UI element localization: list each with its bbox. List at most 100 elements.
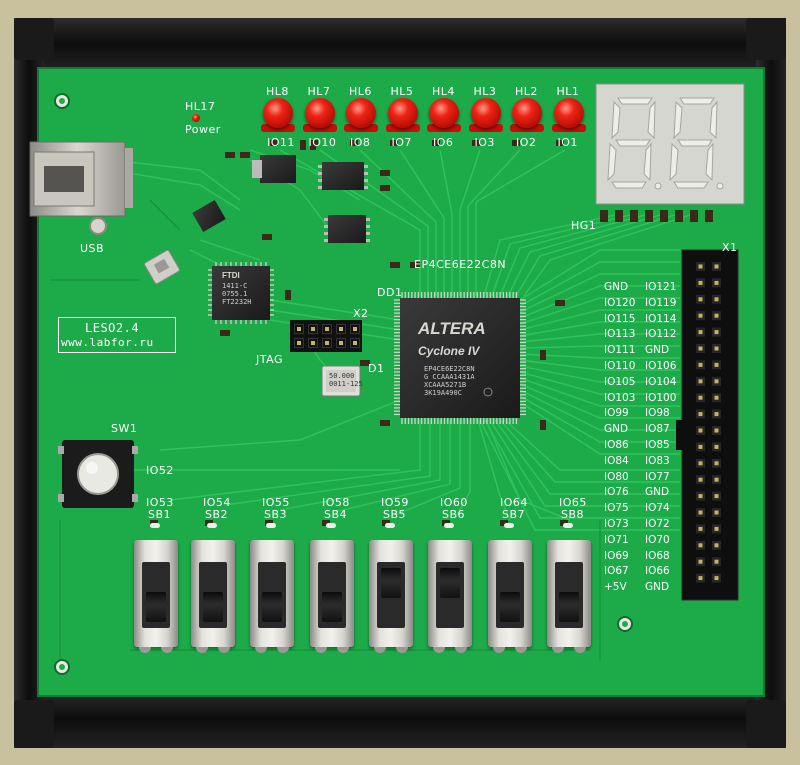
- led-ref-label: HL8: [266, 85, 289, 98]
- header-pin-label-left: +5V: [604, 581, 627, 594]
- switch-io-label: IO60: [440, 496, 468, 509]
- switch-io-label: IO65: [559, 496, 587, 509]
- switch-knob[interactable]: [559, 592, 579, 622]
- header-pin-label-right: IO106: [645, 360, 677, 372]
- led-io-label: IO3: [474, 136, 495, 149]
- jtag-pin: [322, 338, 332, 348]
- switch-indicator: [207, 523, 217, 528]
- header-pin-label-right: GND: [645, 581, 670, 594]
- header-pin-label-right: IO85: [645, 439, 670, 451]
- switch-body[interactable]: [310, 540, 354, 653]
- board-name: LESO2.4: [85, 321, 140, 335]
- led-io-label: IO11: [267, 136, 295, 149]
- switch-io-label: IO53: [146, 496, 174, 509]
- fpga-marking-4: 3K19A490C: [424, 389, 462, 397]
- red-led: [470, 98, 501, 128]
- led-io-label: IO10: [308, 136, 337, 149]
- header-pin-label-left: IO115: [604, 312, 636, 325]
- led-io-label: IO2: [516, 136, 537, 149]
- jtag-pin: [336, 338, 346, 348]
- header-pin-label-left: GND: [604, 423, 629, 436]
- led-io-label: IO6: [433, 136, 454, 149]
- switch-io-label: IO58: [322, 496, 350, 509]
- power-label: Power: [185, 123, 221, 136]
- oscillator-marking-2: 0011-125: [329, 380, 363, 388]
- switch-knob[interactable]: [322, 592, 342, 622]
- header-pin-label-left: IO80: [604, 470, 629, 483]
- header-pin-label-left: IO71: [604, 533, 629, 546]
- switch-ref-label: SB6: [442, 508, 466, 521]
- red-led: [304, 98, 335, 128]
- pin-header-x1: [676, 249, 739, 601]
- switch-io-label: IO59: [381, 496, 409, 509]
- red-led: [429, 98, 459, 128]
- button-ref: SW1: [111, 422, 138, 435]
- switch-body[interactable]: [428, 540, 472, 653]
- red-led: [346, 98, 376, 128]
- header-pin-label-left: IO84: [604, 454, 629, 467]
- switch-knob[interactable]: [203, 592, 223, 622]
- jtag-pin: [322, 324, 332, 334]
- button-io: IO52: [146, 464, 174, 477]
- push-button-sw1: [58, 440, 138, 508]
- header-pin-label-left: IO75: [604, 502, 629, 515]
- switch-body[interactable]: [250, 540, 294, 653]
- cyclone-logo: Cyclone IV: [418, 344, 480, 358]
- header-pin-label-right: IO119: [645, 296, 677, 309]
- led-base: [302, 124, 337, 132]
- header-pin-label-left: IO73: [604, 518, 629, 530]
- jtag-label: JTAG: [256, 353, 283, 366]
- switch-body[interactable]: [191, 540, 235, 653]
- case-top-rail: [14, 18, 786, 70]
- fpga-chip: [394, 292, 526, 424]
- switch-body[interactable]: [134, 540, 178, 653]
- header-pin-label-left: IO105: [604, 375, 636, 388]
- power-led: [192, 114, 200, 122]
- switch-ref-label: SB1: [148, 508, 172, 521]
- jtag-pin: [308, 338, 318, 348]
- switch-indicator: [326, 523, 336, 528]
- led-io-label: IO1: [557, 136, 578, 149]
- red-led: [387, 98, 418, 128]
- header-pin-label-right: IO121: [645, 281, 677, 293]
- header-pin-label-right: GND: [645, 486, 670, 499]
- switch-io-label: IO54: [203, 496, 231, 509]
- header-pin-label-right: IO77: [645, 470, 670, 483]
- switch-ref-label: SB5: [383, 508, 407, 521]
- header-pin-label-right: IO74: [645, 502, 670, 515]
- jtag-pin: [350, 338, 360, 348]
- switch-knob[interactable]: [146, 592, 166, 622]
- switch-indicator: [563, 523, 573, 528]
- header-pin-label-right: IO98: [645, 407, 670, 420]
- power-led-ref: HL17: [185, 100, 216, 113]
- header-pin-label-left: IO120: [604, 296, 636, 309]
- led-base: [551, 124, 586, 132]
- switch-indicator: [266, 523, 276, 528]
- led-io-label: IO7: [391, 136, 412, 149]
- switch-ref-label: SB4: [324, 508, 348, 521]
- led-base: [427, 124, 461, 132]
- switch-body[interactable]: [369, 540, 413, 653]
- led-ref-label: HL5: [390, 85, 414, 98]
- header-pin-label-right: IO114: [645, 312, 677, 325]
- switch-body[interactable]: [488, 540, 532, 653]
- switch-knob[interactable]: [440, 568, 460, 598]
- fpga-marking-3: XCAAA5271B: [424, 381, 467, 389]
- led-base: [510, 124, 544, 132]
- switch-knob[interactable]: [262, 592, 282, 622]
- switch-body[interactable]: [547, 540, 591, 653]
- header-pin-label-right: IO68: [645, 549, 670, 562]
- led-io-label: IO8: [350, 136, 371, 149]
- header-pin-label-left: IO113: [604, 328, 636, 341]
- fpga-part-label: EP4CE6E22C8N: [414, 258, 507, 271]
- header-pin-label-left: IO67: [604, 565, 629, 578]
- header-pin-label-right: IO104: [645, 375, 677, 388]
- header-pin-label-left: IO103: [604, 391, 636, 404]
- ftdi-logo: FTDI: [222, 271, 240, 280]
- header-pin-label-right: IO100: [645, 391, 677, 404]
- fpga-marking-2: G CCAAA1431A: [424, 373, 475, 381]
- soic-chips: [318, 162, 370, 243]
- switch-knob[interactable]: [500, 592, 520, 622]
- header-pin-label-right: IO72: [645, 518, 670, 530]
- switch-knob[interactable]: [381, 568, 401, 598]
